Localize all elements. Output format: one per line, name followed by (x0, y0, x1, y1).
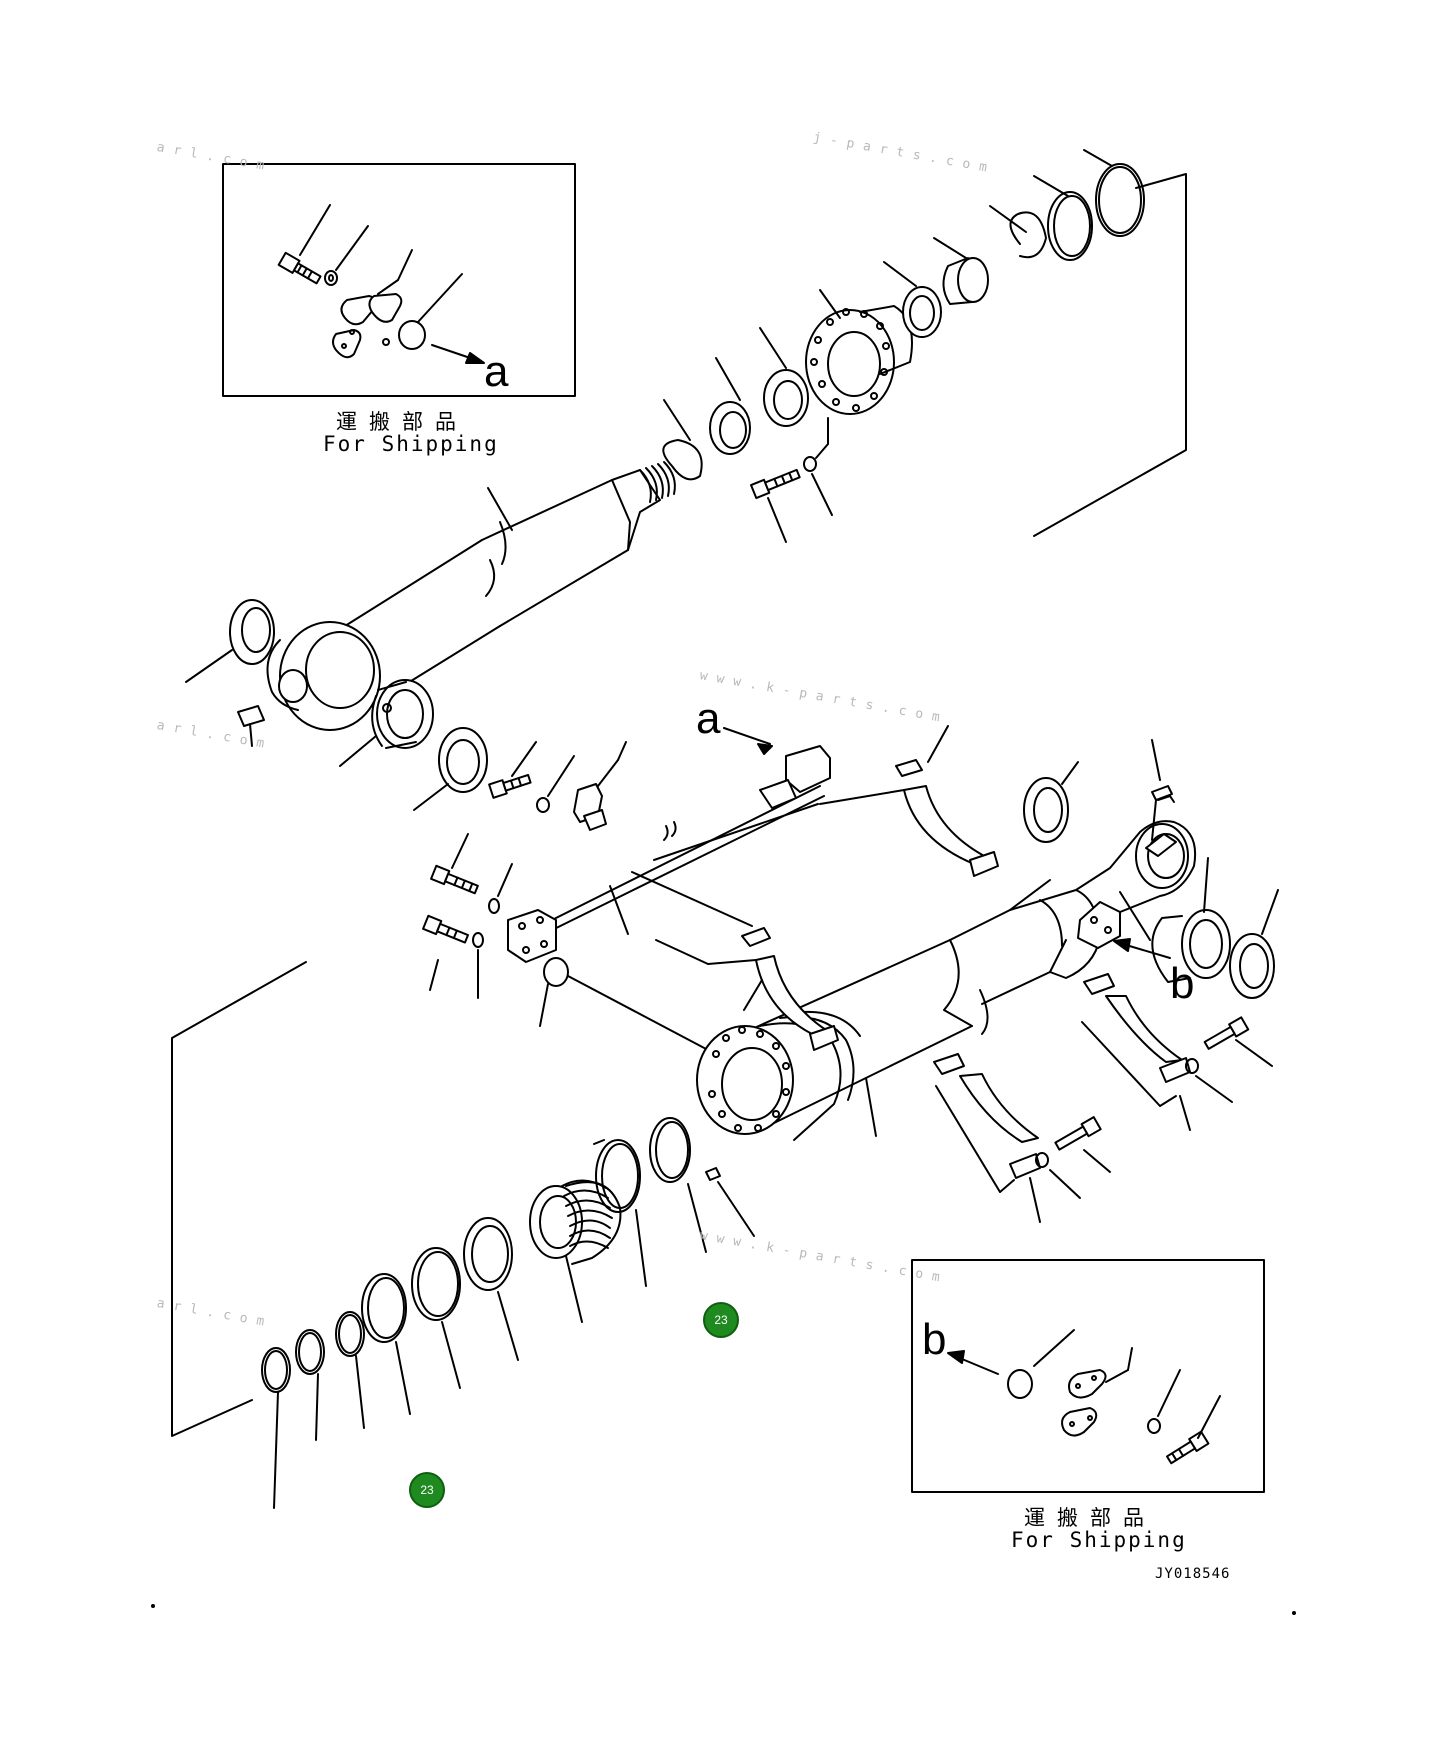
callout-b-pointer: b (1170, 959, 1195, 1008)
drawing-code: JY018546 (1155, 1566, 1231, 1582)
cylinder-head-parts (662, 149, 1187, 543)
piston-rod-assembly (185, 461, 676, 811)
callout-a-pointer: a (696, 694, 721, 743)
shipping-caption-jp-bottom: 運搬部品 (1024, 1506, 1156, 1530)
cylinder-tube (696, 739, 1279, 1141)
top-box-parts (277, 204, 485, 364)
piston-parts (171, 961, 755, 1509)
shipping-box-bottom-frame (911, 1259, 1265, 1493)
tube-clamps (655, 725, 1273, 1223)
callout-a-top: a (484, 347, 509, 396)
callout-b-bottom: b (922, 1315, 947, 1364)
part-marker-badge[interactable]: 23 (409, 1472, 445, 1508)
shipping-caption-jp-top: 運搬部品 (336, 410, 468, 434)
piping-assembly (422, 727, 831, 1051)
bottom-box-parts (947, 1329, 1221, 1465)
shipping-caption-en-bottom: For Shipping (1011, 1528, 1187, 1552)
part-marker-badge[interactable]: 23 (703, 1302, 739, 1338)
shipping-box-top-frame (222, 163, 576, 397)
shipping-caption-en-top: For Shipping (323, 432, 499, 456)
